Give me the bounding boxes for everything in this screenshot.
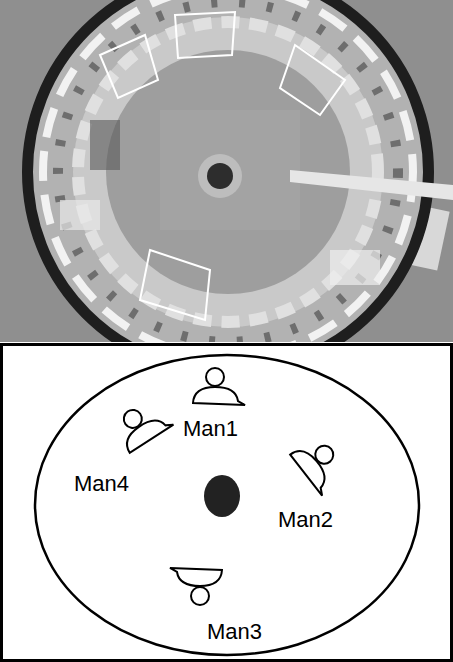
person-icon bbox=[193, 368, 245, 405]
camera-photo bbox=[0, 0, 453, 342]
camera-dot bbox=[204, 475, 240, 517]
person-icon bbox=[170, 568, 222, 605]
person-label: Man3 bbox=[207, 620, 262, 644]
schematic-frame bbox=[2, 345, 452, 661]
person-label: Man2 bbox=[278, 508, 333, 532]
person-label: Man1 bbox=[183, 417, 238, 441]
room-outline bbox=[35, 355, 419, 655]
person-icon bbox=[110, 394, 174, 454]
person-icon bbox=[289, 432, 351, 496]
person-label: Man4 bbox=[74, 472, 129, 496]
